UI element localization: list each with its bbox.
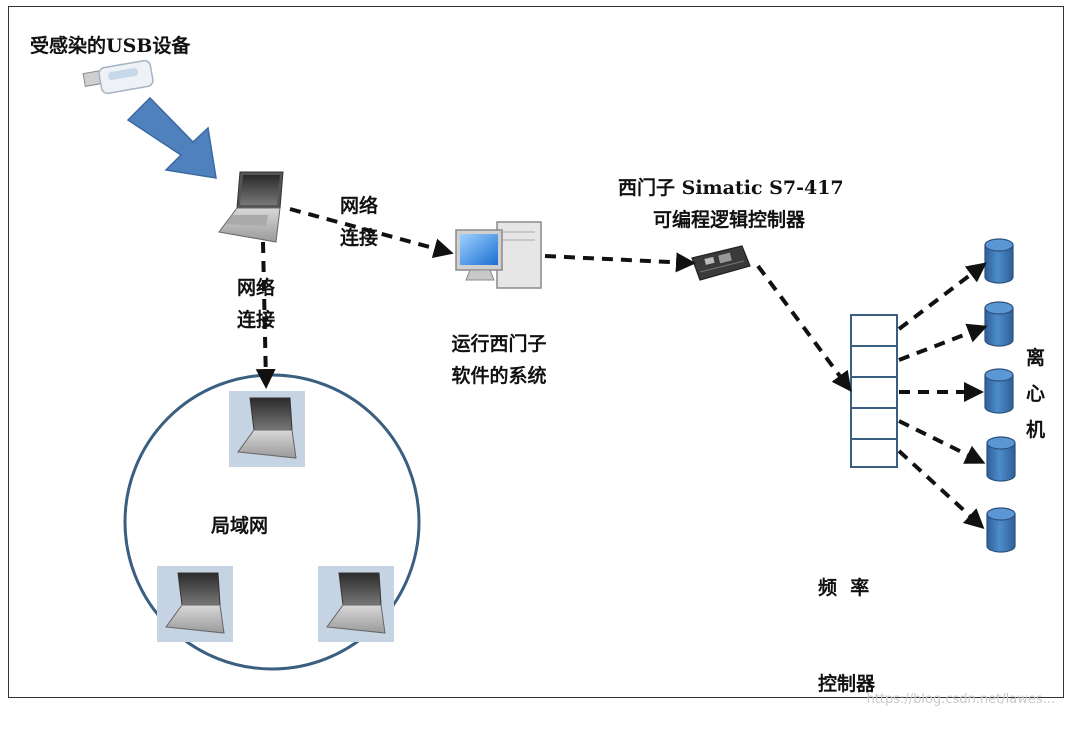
centrifuge-icon [984,238,1014,284]
laptop-icon [318,566,394,642]
connection-line [756,264,852,392]
plc-board-icon [691,245,751,281]
connection-line [255,241,276,389]
network-connection-label: 网络 连接 [340,195,379,249]
desktop-computer-icon [455,221,542,289]
centrifuge-label: 离 心 机 [1026,347,1046,441]
connection-line [289,207,454,258]
system-label: 运行西门子 软件的系统 [451,333,547,387]
network-diagram [82,59,1016,671]
frequency-controller-icon [850,314,898,468]
connection-lines [255,207,988,530]
centrifuge-icon [984,368,1014,414]
usb-device-label: 受感染的USB设备 [30,35,191,57]
centrifuge-icon [986,507,1016,553]
watermark: https://blog.csdn.net/lawes... [866,692,1055,707]
laptop-icon [229,391,305,467]
connection-line [898,419,986,464]
connection-line [544,252,696,273]
centrifuge-icon [986,436,1016,482]
connection-line [897,262,987,331]
laptop-icon [218,171,284,243]
frequency-controller-label: 频 率 控制器 [818,577,876,695]
connection-line [898,323,988,362]
plc-label: 西门子 Simatic S7-417 可编程逻辑控制器 [618,177,844,231]
connection-line [897,449,985,530]
usb-drive-icon [82,59,154,95]
network-connection-label: 网络 连接 [237,277,276,331]
laptop-icon [157,566,233,642]
arrow-icon [126,96,217,179]
lan-label: 局域网 [211,515,269,537]
centrifuge-icon [984,301,1014,347]
